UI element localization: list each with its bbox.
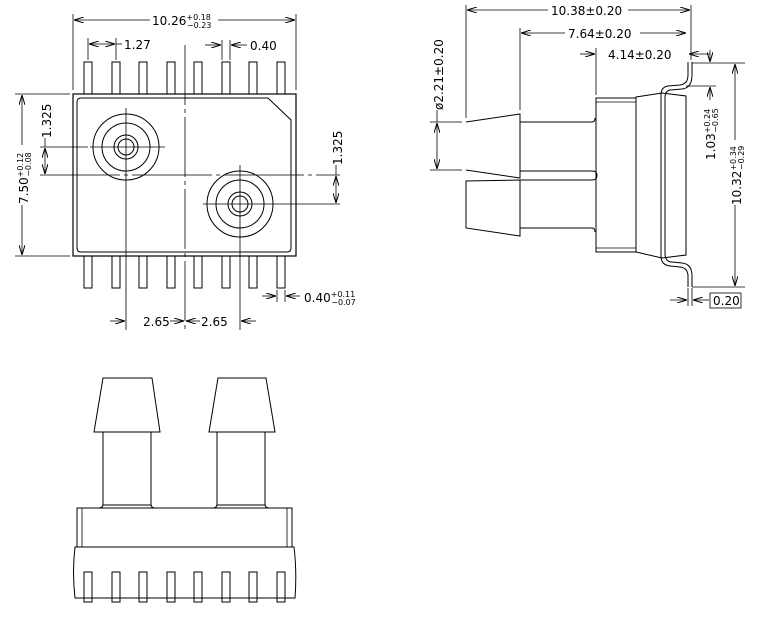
pin (166, 255, 176, 289)
pin (83, 571, 93, 603)
svg-text:0.20: 0.20 (713, 294, 740, 308)
top-pins (83, 61, 286, 95)
pin (193, 255, 203, 289)
port-tube-left (98, 432, 156, 509)
dim-lead-offset: 1.03+0.24−0.65 (686, 50, 745, 160)
dim-port-length: 7.64±0.20 (519, 27, 686, 110)
pin (193, 61, 203, 95)
lead (660, 62, 693, 287)
pin (111, 571, 121, 603)
svg-text:1.325: 1.325 (40, 104, 54, 138)
dim-pitch: 1.27 (87, 38, 151, 60)
front-pins (83, 571, 286, 603)
pin (221, 571, 231, 603)
body-lower (73, 546, 297, 599)
pin (221, 61, 231, 95)
body-cap (635, 92, 687, 259)
front-view (73, 377, 297, 603)
dim-pin-width-tol: 0.40+0.11−0.07 (262, 290, 356, 307)
svg-text:1.27: 1.27 (124, 38, 151, 52)
svg-text:1.325: 1.325 (331, 131, 345, 165)
port-nozzle-upper (465, 113, 521, 179)
body-base (595, 97, 637, 253)
dim-height: 7.50+0.12−0.08 (15, 93, 70, 257)
dim-pin-width: 0.40 (205, 39, 277, 60)
svg-text:7.50+0.12−0.08: 7.50+0.12−0.08 (16, 152, 33, 204)
pin (248, 571, 258, 603)
port-nozzle-lower (465, 179, 521, 237)
pin (111, 255, 121, 289)
dim-lead-span: 10.32+0.34−0.29 (692, 64, 746, 288)
bottom-pins (83, 255, 286, 289)
dim-lead-thickness: 0.20 (670, 288, 742, 309)
top-view: 10.26+0.18−0.23 1.27 0.40 7.50+0.12−0.08… (15, 13, 356, 330)
pin (138, 255, 148, 289)
center-lines (40, 45, 340, 330)
svg-text:10.26+0.18−0.23: 10.26+0.18−0.23 (152, 13, 211, 30)
svg-text:10.38±0.20: 10.38±0.20 (551, 4, 622, 18)
svg-text:10.32+0.34−0.29: 10.32+0.34−0.29 (729, 146, 746, 205)
pin (276, 571, 286, 603)
pin (248, 255, 258, 289)
port-tube-upper (520, 117, 598, 233)
port-nozzle-right (208, 377, 276, 433)
pin (166, 61, 176, 95)
pin (221, 255, 231, 289)
port-tube-right (212, 432, 270, 509)
port-nozzle-left (93, 377, 161, 433)
svg-text:1.03+0.24−0.65: 1.03+0.24−0.65 (703, 108, 720, 160)
pin (166, 571, 176, 603)
svg-text:ø2.21±0.20: ø2.21±0.20 (432, 39, 446, 110)
svg-text:4.14±0.20: 4.14±0.20 (608, 48, 672, 62)
pin (111, 61, 121, 95)
body-upper (76, 507, 293, 548)
svg-text:0.40+0.11−0.07: 0.40+0.11−0.07 (304, 290, 356, 307)
svg-text:2.65: 2.65 (201, 315, 228, 329)
svg-text:2.65: 2.65 (143, 315, 170, 329)
dim-overall-length: 10.38±0.20 (465, 4, 692, 118)
side-view: 10.38±0.20 7.64±0.20 4.14±0.20 ø2.21±0.2… (430, 4, 746, 309)
pin (83, 255, 93, 289)
dim-port-offset-left: 1.325 (40, 104, 54, 174)
dim-body-length: 4.14±0.20 (580, 48, 710, 95)
dim-port-offset-right: 1.325 (331, 131, 345, 203)
svg-text:7.64±0.20: 7.64±0.20 (568, 27, 632, 41)
pin (276, 255, 286, 289)
pin (83, 61, 93, 95)
dim-width: 10.26+0.18−0.23 (72, 13, 297, 90)
pin (276, 61, 286, 95)
dim-port-spacing: 2.65 2.65 (110, 315, 256, 329)
package-body-inner (76, 97, 292, 253)
pin (193, 571, 203, 603)
pin (138, 571, 148, 603)
pin (138, 61, 148, 95)
pin (248, 61, 258, 95)
dim-port-diameter: ø2.21±0.20 (430, 39, 462, 171)
svg-text:0.40: 0.40 (250, 39, 277, 53)
